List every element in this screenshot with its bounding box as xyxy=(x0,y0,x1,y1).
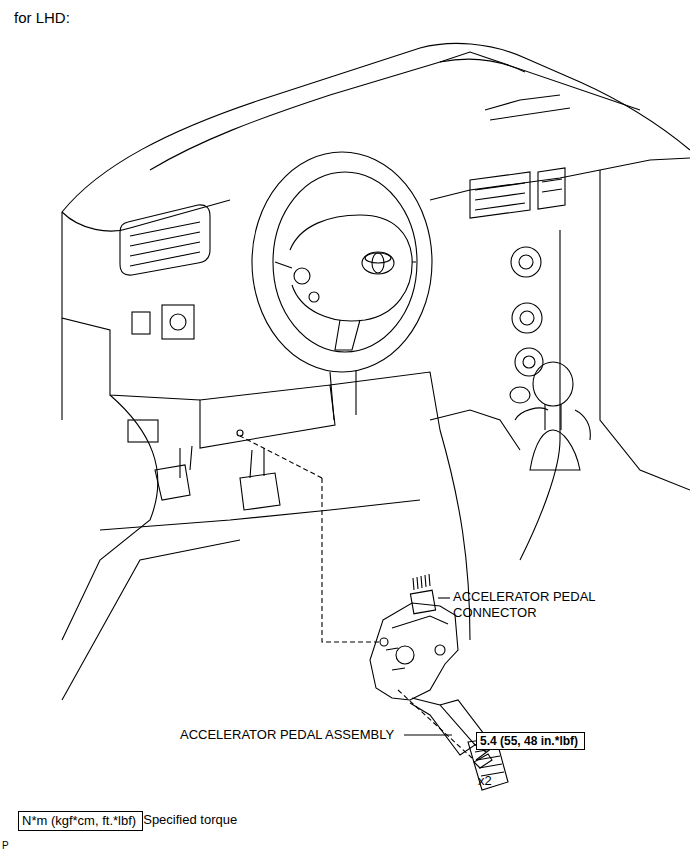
part-name: ACCELERATOR PEDAL CONNECTOR xyxy=(453,589,603,620)
leader-lines xyxy=(240,436,486,758)
line-art xyxy=(162,305,194,339)
line-art xyxy=(515,408,590,440)
line-art xyxy=(490,108,570,120)
accelerator-pedal-connector xyxy=(410,574,435,614)
line-art xyxy=(132,312,150,334)
line-art xyxy=(275,262,416,350)
steering-wheel xyxy=(252,152,432,420)
line-art xyxy=(413,574,430,590)
line-art xyxy=(542,179,562,192)
page-mark: P xyxy=(2,840,9,852)
line-art xyxy=(330,372,440,430)
line-art xyxy=(470,172,530,218)
line-art xyxy=(398,690,472,758)
line-art xyxy=(62,200,230,231)
line-art xyxy=(128,420,158,442)
line-art xyxy=(515,348,543,376)
line-art xyxy=(62,540,240,700)
torque-box: 5.4 (55, 48 in.*lbf) xyxy=(476,732,585,750)
line-art xyxy=(130,222,200,266)
line-art xyxy=(170,314,186,330)
line-art xyxy=(200,385,335,448)
line-art xyxy=(62,43,690,212)
line-art xyxy=(530,430,580,470)
line-art xyxy=(380,638,388,646)
bolt xyxy=(474,748,492,768)
box-text: 5.4 (55, 48 in.*lbf) xyxy=(480,734,581,748)
legend-box: N*m (kgf*cm, ft.*lbf) xyxy=(18,811,143,831)
line-art xyxy=(250,448,264,478)
air-vent xyxy=(120,168,565,275)
accelerator-pedal-assembly xyxy=(370,603,508,790)
line-art xyxy=(370,603,458,700)
line-art xyxy=(485,95,560,110)
gear-shift xyxy=(510,362,590,470)
line-art xyxy=(474,754,492,768)
line-art xyxy=(240,436,322,478)
line-art xyxy=(273,172,417,352)
legend-text: : Specified torque xyxy=(136,812,237,828)
line-art xyxy=(240,473,280,510)
pedals xyxy=(62,430,420,700)
switch-panel xyxy=(128,305,194,442)
line-art xyxy=(322,478,380,642)
line-art xyxy=(512,303,542,333)
line-art xyxy=(404,734,452,735)
line-art xyxy=(511,247,541,277)
line-art xyxy=(309,292,319,302)
line-art xyxy=(362,252,394,274)
line-art xyxy=(330,370,356,420)
line-art xyxy=(510,387,530,403)
dashboard xyxy=(62,43,690,640)
line-art xyxy=(365,253,391,263)
line-art xyxy=(519,255,533,269)
title: for LHD: xyxy=(14,9,70,27)
line-art xyxy=(440,52,640,110)
quantity: x2 xyxy=(478,773,492,789)
line-art xyxy=(120,205,210,275)
line-art xyxy=(396,646,414,664)
line-art xyxy=(520,311,534,325)
line-art xyxy=(62,212,200,400)
line-art xyxy=(475,183,525,210)
control-knob xyxy=(511,247,543,376)
line-art xyxy=(545,404,561,430)
line-art xyxy=(294,268,310,284)
line-art xyxy=(237,430,243,436)
part-name: ACCELERATOR PEDAL ASSEMBLY xyxy=(180,727,394,743)
line-art xyxy=(150,59,525,170)
line-art xyxy=(155,465,190,500)
line-art xyxy=(386,616,448,670)
line-art xyxy=(523,356,535,368)
line-art xyxy=(252,152,432,372)
line-art xyxy=(430,158,690,200)
line-art xyxy=(600,170,690,490)
box-text: N*m (kgf*cm, ft.*lbf) xyxy=(22,813,139,829)
line-art xyxy=(410,698,475,755)
line-art xyxy=(475,748,504,776)
line-art xyxy=(520,230,560,560)
line-art xyxy=(538,168,565,209)
line-art xyxy=(438,597,450,598)
line-art xyxy=(290,215,412,321)
line-art xyxy=(435,645,445,655)
line-art xyxy=(61,318,62,420)
line-art xyxy=(100,500,420,530)
line-art xyxy=(62,395,158,640)
line-art xyxy=(410,590,435,614)
line-art xyxy=(533,362,573,406)
